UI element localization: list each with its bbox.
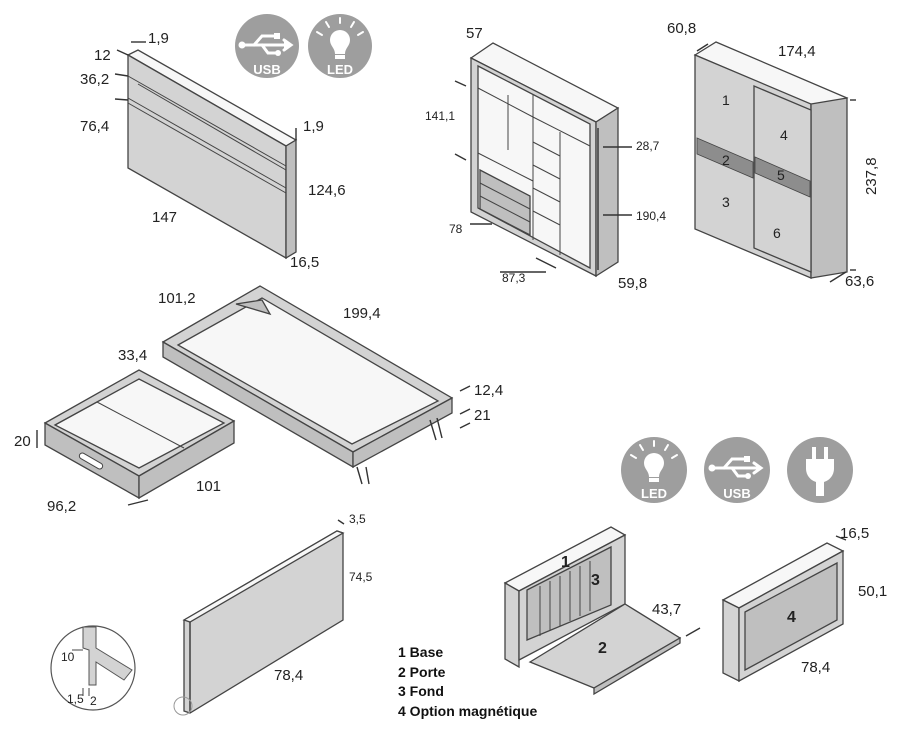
open-wardrobe-dim-1: 57 [466,25,483,42]
desk-closed-dim-2: 50,1 [858,583,887,600]
sliding-wardrobe-dim-1: 60,8 [667,20,696,37]
sliding-wardrobe-dim-4: 63,6 [845,273,874,290]
open-wardrobe-dim-3: 28,7 [636,139,660,153]
power-plug-icon [787,437,853,503]
drawer-dim-4: 96,2 [47,498,76,515]
desk-closed-dim-3: 78,4 [801,659,830,676]
sliding-panel-number-1: 1 [722,92,730,108]
bed-frame-drawing: 101,2 199,4 12,4 21 [158,285,503,485]
sliding-panel-number-4: 4 [780,127,788,143]
sliding-panel-number-3: 3 [722,194,730,210]
desk-label-3: 3 [591,572,600,589]
headboard-dim-2: 12 [94,47,111,64]
desk-label-1: 1 [561,554,570,571]
open-wardrobe-dim-4: 190,4 [636,209,666,223]
headboard-dim-8: 16,5 [290,254,319,271]
sliding-panel-number-6: 6 [773,225,781,241]
open-wardrobe-dim-6: 87,3 [502,271,526,285]
sliding-wardrobe-drawing: 60,8 174,4 237,8 63,6 1 2 3 4 5 6 [667,20,880,290]
open-wardrobe-dim-5: 78 [449,222,463,236]
legend-item-base: 1 Base [398,644,444,660]
legend-item-magnetic-option: 4 Option magnétique [398,702,538,719]
legend-item-door: 2 Porte [398,663,446,680]
headboard-dim-1: 1,9 [148,30,169,47]
led-bulb-icon: LED [308,14,372,78]
detail-dim-1: 10 [61,650,75,664]
usb-icon: USB [704,437,770,503]
usb-icon-label-2: USB [723,486,750,501]
legend-item-back: 3 Fond [398,683,444,699]
led-bulb-icon: LED [621,437,687,503]
open-wardrobe-dim-2: 141,1 [425,109,455,123]
desk-closed-drawing: 4 16,5 50,1 78,4 [721,525,887,683]
headboard-drawing: 1,9 12 36,2 76,4 1,9 124,6 147 16,5 [80,30,346,271]
desk-label-4: 4 [787,609,796,626]
headboard-dim-7: 147 [152,209,177,226]
headboard-dim-6: 124,6 [308,182,346,199]
drawer-dim-2: 20 [14,433,31,450]
headboard-dim-5: 1,9 [303,118,324,135]
drawer-drawing: 33,4 20 101 96,2 [14,347,236,515]
panel-board-dim-1: 3,5 [349,512,366,526]
legend: 1 Base 2 Porte 3 Fond 4 Option magnétiqu… [398,643,537,721]
desk-closed-dim-1: 16,5 [840,525,869,542]
bed-frame-dim-1: 101,2 [158,290,196,307]
sliding-wardrobe-dim-2: 174,4 [778,43,816,60]
sliding-panel-number-2: 2 [722,152,730,168]
panel-board-dim-3: 78,4 [274,667,303,684]
sliding-wardrobe-dim-3: 237,8 [863,157,880,195]
drawer-dim-1: 33,4 [118,347,147,364]
open-wardrobe-drawing: 57 141,1 28,7 190,4 78 87,3 59,8 [425,25,666,292]
usb-icon: USB [235,14,299,78]
desk-label-2: 2 [598,640,607,657]
bed-frame-dim-4: 21 [474,407,491,424]
desk-open-dim-1: 43,7 [652,601,681,618]
headboard-dim-4: 76,4 [80,118,109,135]
detail-dim-2: 1,5 [67,692,84,706]
panel-board-drawing: 3,5 74,5 78,4 [173,512,373,716]
detail-dim-3: 2 [90,694,97,708]
detail-circle-drawing: 10 1,5 2 [50,625,136,711]
bed-frame-dim-2: 199,4 [343,305,381,322]
led-icon-label: LED [327,62,353,77]
drawer-dim-3: 101 [196,478,221,495]
led-icon-label-2: LED [641,486,667,501]
desk-open-drawing: 1 2 3 43,7 [503,526,701,696]
usb-icon-label: USB [253,62,280,77]
headboard-dim-3: 36,2 [80,71,109,88]
sliding-panel-number-5: 5 [777,167,785,183]
bed-frame-dim-3: 12,4 [474,382,503,399]
panel-board-dim-2: 74,5 [349,570,373,584]
open-wardrobe-dim-7: 59,8 [618,275,647,292]
